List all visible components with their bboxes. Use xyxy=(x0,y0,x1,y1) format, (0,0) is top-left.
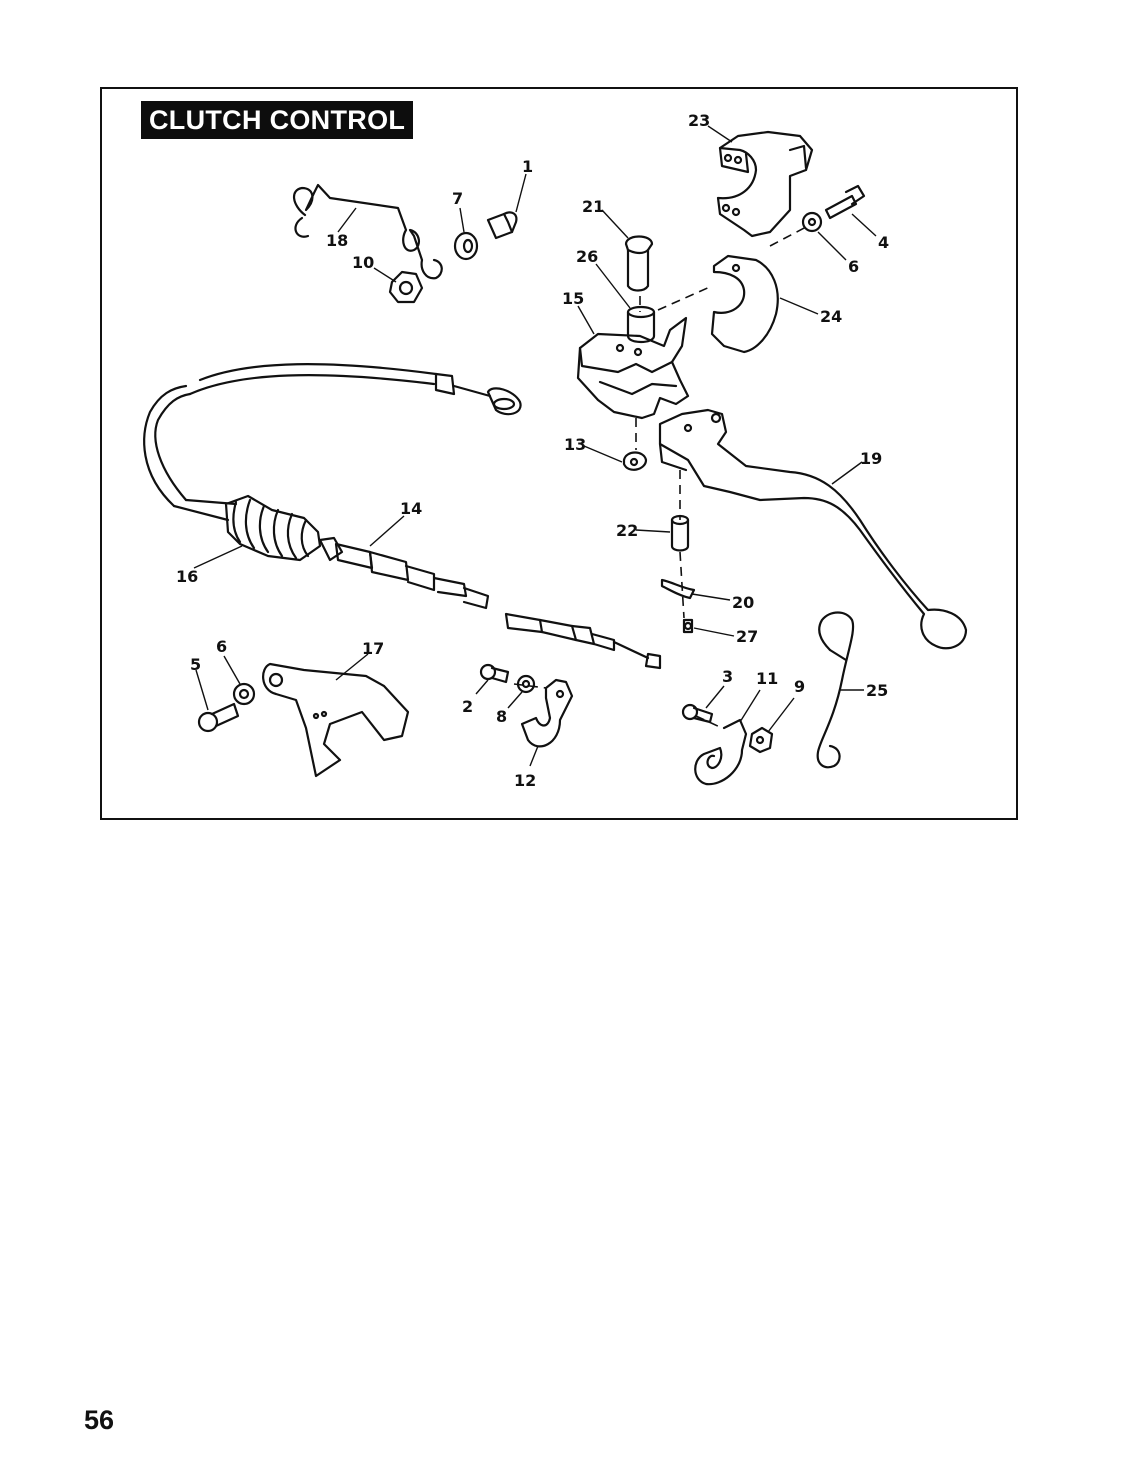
nut-part-9 xyxy=(748,726,774,754)
callout-17: 17 xyxy=(362,639,384,658)
leader-9 xyxy=(767,697,795,733)
callout-4: 4 xyxy=(878,233,889,252)
callout-15: 15 xyxy=(562,289,584,308)
leader-2 xyxy=(475,679,489,695)
screw-part-5 xyxy=(197,702,240,733)
leader-24 xyxy=(779,297,819,315)
clamp-half-part-24 xyxy=(710,254,779,354)
page-number: 56 xyxy=(84,1405,115,1435)
lever-bracket-part-15 xyxy=(576,316,690,420)
washer-part-7 xyxy=(453,231,479,261)
callout-25: 25 xyxy=(866,681,888,700)
clip-part-13 xyxy=(622,451,648,471)
callout-26: 26 xyxy=(576,247,598,266)
clamp-part-11 xyxy=(694,718,748,786)
callout-20: 20 xyxy=(732,593,754,612)
callout-14: 14 xyxy=(400,499,422,518)
washer-part-6-upper xyxy=(801,211,823,233)
screw-part-27 xyxy=(682,618,694,634)
spring-clip-part-25 xyxy=(816,611,855,769)
bracket-part-17 xyxy=(262,662,410,778)
screw-part-2 xyxy=(479,663,510,684)
callout-5: 5 xyxy=(190,655,201,674)
washer-part-6-lower xyxy=(232,682,256,706)
callout-16: 16 xyxy=(176,567,198,586)
leader-18 xyxy=(337,207,357,233)
clamp-cap-part-23 xyxy=(716,130,814,238)
callout-10: 10 xyxy=(352,253,374,272)
callout-22: 22 xyxy=(616,521,638,540)
callout-6-lower: 6 xyxy=(216,637,227,656)
callout-3: 3 xyxy=(722,667,733,686)
leader-5 xyxy=(195,669,209,711)
leader-14 xyxy=(369,515,405,547)
callout-24: 24 xyxy=(820,307,842,326)
callout-21: 21 xyxy=(582,197,604,216)
leader-16 xyxy=(193,545,243,569)
clutch-cable-part-16 xyxy=(143,363,522,610)
wire-clip-part xyxy=(293,183,443,280)
callout-18: 18 xyxy=(326,231,348,250)
callout-7: 7 xyxy=(452,189,463,208)
leader-13 xyxy=(583,445,623,463)
leader-4 xyxy=(851,213,877,237)
leader-1 xyxy=(515,173,527,213)
roller-part-22 xyxy=(670,514,690,552)
leader-6b xyxy=(817,231,847,261)
leader-19 xyxy=(831,461,863,485)
cable-end-part-14 xyxy=(504,612,662,670)
leader-27 xyxy=(693,627,735,637)
screw-part-3 xyxy=(681,703,714,724)
callout-11: 11 xyxy=(756,669,778,688)
callout-13: 13 xyxy=(564,435,586,454)
clutch-lever-part-19 xyxy=(658,408,968,650)
callout-27: 27 xyxy=(736,627,758,646)
leader-20 xyxy=(691,593,731,601)
leader-15 xyxy=(577,305,595,335)
leader-26 xyxy=(595,263,631,309)
leader-6a xyxy=(223,655,241,685)
leader-17 xyxy=(335,653,369,681)
callout-1: 1 xyxy=(522,157,533,176)
leader-21 xyxy=(601,209,629,239)
callout-6-upper: 6 xyxy=(848,257,859,276)
leader-12 xyxy=(529,745,539,767)
leader-23 xyxy=(707,125,733,143)
clamp-part-12 xyxy=(520,678,574,748)
leader-22 xyxy=(635,529,671,533)
screw-part-1 xyxy=(486,211,518,240)
diagram-frame xyxy=(100,87,1018,820)
diagram-title: CLUTCH CONTROL xyxy=(141,101,414,139)
callout-12: 12 xyxy=(514,771,536,790)
callout-9: 9 xyxy=(794,677,805,696)
callout-23: 23 xyxy=(688,111,710,130)
callout-8: 8 xyxy=(496,707,507,726)
callout-19: 19 xyxy=(860,449,882,468)
clip-part-20 xyxy=(660,578,696,600)
leader-11 xyxy=(739,689,761,723)
leader-10 xyxy=(373,267,397,283)
callout-2: 2 xyxy=(462,697,473,716)
pivot-pin-part-21 xyxy=(624,235,654,292)
leader-7 xyxy=(459,207,465,233)
nut-part-10 xyxy=(388,270,424,304)
leader-8 xyxy=(507,691,523,709)
leader-3 xyxy=(705,685,725,709)
screw-part-4 xyxy=(824,184,866,220)
